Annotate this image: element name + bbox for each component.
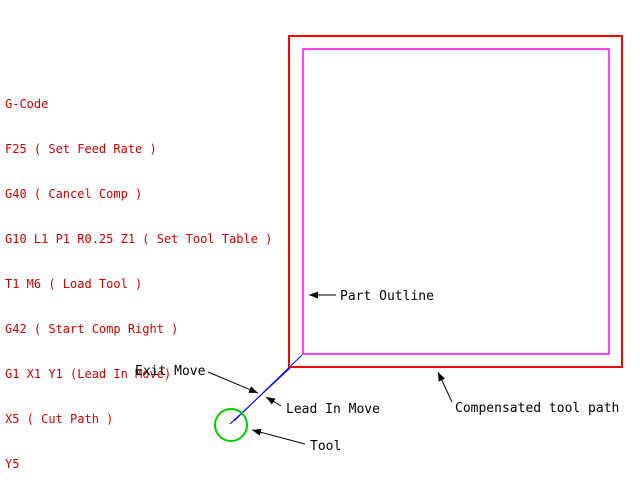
tool-label: Tool — [310, 439, 341, 454]
compensated-tool-path-outline — [288, 35, 623, 368]
compensated-tool-path-label: Compensated tool path — [455, 401, 619, 416]
exit-move-line — [229, 367, 291, 425]
lead-in-move-label: Lead In Move — [286, 402, 380, 417]
gcode-listing: G-Code F25 ( Set Feed Rate ) G40 ( Cance… — [5, 67, 272, 480]
gcode-line: F25 ( Set Feed Rate ) — [5, 142, 157, 156]
gcode-line: Y5 — [5, 457, 20, 471]
gcode-line: T1 M6 ( Load Tool ) — [5, 277, 143, 291]
gcode-line: X5 ( Cut Path ) — [5, 412, 114, 426]
lead-in-move-arrow — [265, 396, 282, 407]
exit-move-label: Exit Move — [135, 364, 206, 379]
exit-move-arrow — [207, 371, 259, 394]
tool-circle — [214, 408, 248, 442]
part-outline-rect — [302, 48, 610, 355]
gcode-line: G10 L1 P1 R0.25 Z1 ( Set Tool Table ) — [5, 232, 273, 246]
tool-arrow — [251, 428, 306, 445]
compensated-tool-path-arrow — [437, 371, 453, 403]
gcode-line: G1 X1 Y1 (Lead In Move) — [5, 367, 172, 381]
gcode-line: G40 ( Cancel Comp ) — [5, 187, 143, 201]
gcode-line: G-Code — [5, 97, 49, 111]
gcode-line: G42 ( Start Comp Right ) — [5, 322, 179, 336]
part-outline-label: Part Outline — [340, 289, 434, 304]
